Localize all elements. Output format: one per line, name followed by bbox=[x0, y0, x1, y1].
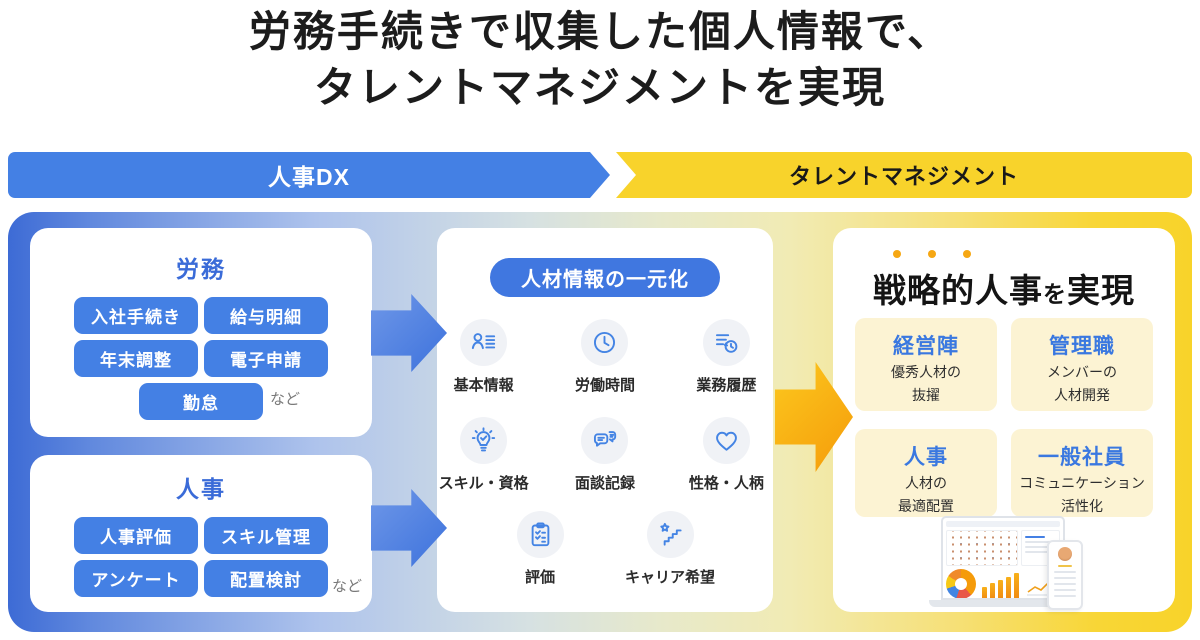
labor-card: 労務 入社手続き 給与明細 年末調整 電子申請 勤怠 など bbox=[30, 228, 372, 437]
data-item-work-history: 業務履歴 bbox=[680, 319, 773, 395]
phase-banner-talent-management: タレントマネジメント bbox=[616, 152, 1192, 198]
page-title: 労務手続きで収集した個人情報で、 タレントマネジメントを実現 bbox=[0, 4, 1200, 116]
unified-data-pill: 人材情報の一元化 bbox=[490, 258, 720, 297]
chip-nenmatsu-chosei: 年末調整 bbox=[74, 340, 198, 377]
unified-talent-data-card: 人材情報の一元化 基本情報 労働時間 業務履歴 bbox=[437, 228, 773, 612]
hr-card: 人事 人事評価 スキル管理 アンケート 配置検討 など bbox=[30, 455, 372, 612]
chip-anketo: アンケート bbox=[74, 560, 198, 597]
phone-mockup bbox=[1047, 540, 1083, 610]
labor-card-title: 労務 bbox=[176, 256, 226, 282]
labor-etc-note: など bbox=[270, 391, 301, 408]
data-item-skills: スキル・資格 bbox=[437, 417, 530, 493]
heading-rest: 実現 bbox=[1067, 272, 1135, 309]
chip-denshi-shinsei: 電子申請 bbox=[204, 340, 328, 377]
diagram-canvas: 労務 入社手続き 給与明細 年末調整 電子申請 勤怠 など 人事 人事評価 スキ… bbox=[8, 212, 1192, 632]
bar-chart-thumbnail bbox=[982, 573, 1019, 598]
hr-to-center-arrow-icon bbox=[371, 489, 447, 567]
hr-etc-note: など bbox=[332, 578, 363, 595]
benefit-box-managers: 管理職 メンバーの 人材開発 bbox=[1011, 318, 1153, 411]
clipboard-checklist-icon bbox=[516, 511, 564, 558]
data-item-working-hours: 労働時間 bbox=[558, 319, 651, 395]
emphasis-dot-icon bbox=[893, 250, 901, 258]
labor-to-center-arrow-icon bbox=[371, 294, 447, 372]
strategic-hr-heading: 戦略的人事を実現 bbox=[833, 264, 1175, 312]
benefit-box-employees: 一般社員 コミュニケーション 活性化 bbox=[1011, 429, 1153, 517]
phase-banner-jinji-dx: 人事DX bbox=[8, 152, 610, 198]
data-item-evaluation: 評価 bbox=[492, 511, 588, 587]
chip-kyuyo-meisai: 給与明細 bbox=[204, 297, 328, 334]
org-chart-thumbnail bbox=[946, 530, 1018, 566]
benefit-box-hr-dept: 人事 人材の 最適配置 bbox=[855, 429, 997, 517]
emphasis-dot-icon bbox=[928, 250, 936, 258]
emphasis-dot-icon bbox=[963, 250, 971, 258]
hr-card-title: 人事 bbox=[176, 476, 226, 502]
profile-avatar bbox=[1058, 547, 1072, 561]
data-item-career-wishes: キャリア希望 bbox=[622, 511, 718, 587]
clock-icon bbox=[581, 319, 629, 366]
benefit-grid: 経営陣 優秀人材の 抜擢 管理職 メンバーの 人材開発 人事 人材の 最適配置 … bbox=[855, 318, 1153, 517]
pie-chart-thumbnail bbox=[946, 569, 976, 598]
chip-skill-kanri: スキル管理 bbox=[204, 517, 328, 554]
data-item-interview-notes: 面談記録 bbox=[558, 417, 651, 493]
benefit-box-executives: 経営陣 優秀人材の 抜擢 bbox=[855, 318, 997, 411]
chip-jinji-hyoka: 人事評価 bbox=[74, 517, 198, 554]
data-item-basic-info: 基本情報 bbox=[437, 319, 530, 395]
phase-banner-jinji-dx-label: 人事DX bbox=[268, 164, 350, 190]
heading-particle: を bbox=[1043, 281, 1067, 307]
profile-list-icon bbox=[460, 319, 508, 366]
heart-icon bbox=[702, 417, 750, 464]
chip-nyusha-tetsuzuki: 入社手続き bbox=[74, 297, 198, 334]
chip-kintai: 勤怠 bbox=[139, 383, 263, 420]
chip-haichi-kento: 配置検討 bbox=[204, 560, 328, 597]
lightbulb-check-icon bbox=[460, 417, 508, 464]
phase-banner-talent-management-label: タレントマネジメント bbox=[788, 164, 1019, 189]
dashboard-mockup bbox=[929, 514, 1129, 610]
page-title-line-2: タレントマネジメントを実現 bbox=[313, 63, 886, 111]
heading-emphasis: 戦略的人事 bbox=[873, 272, 1043, 309]
page-title-line-1: 労務手続きで収集した個人情報で、 bbox=[248, 8, 952, 55]
history-icon bbox=[702, 319, 750, 366]
laptop-mockup bbox=[941, 516, 1065, 600]
laptop-base bbox=[929, 600, 1077, 607]
data-item-personality: 性格・人柄 bbox=[680, 417, 773, 493]
stairs-star-icon bbox=[646, 511, 694, 558]
chat-bubbles-icon bbox=[581, 417, 629, 464]
strategic-hr-card: 戦略的人事を実現 経営陣 優秀人材の 抜擢 管理職 メンバーの 人材開発 人事 … bbox=[833, 228, 1175, 612]
